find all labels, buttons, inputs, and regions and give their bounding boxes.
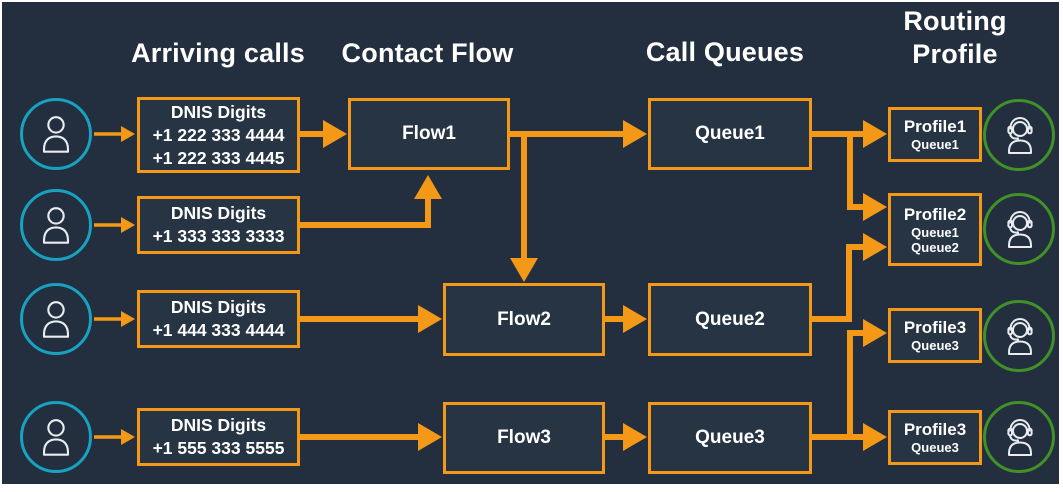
header-call-queues: Call Queues [645, 37, 805, 67]
caller-person-icon [42, 207, 70, 244]
agent-4-avatar [983, 401, 1055, 473]
dnis-box-4: DNIS Digits +1 555 333 5555 [137, 408, 300, 466]
header-contact-flow: Contact Flow [341, 38, 514, 68]
dnis-number: +1 222 333 4444 [152, 124, 285, 145]
caller-person-icon [42, 419, 70, 456]
queue-label: Queue2 [695, 308, 765, 330]
agent-2-avatar [983, 193, 1055, 265]
profile-box-1: Profile1 Queue1 [888, 107, 982, 162]
flow-box-3: Flow3 [443, 402, 605, 474]
dnis-box-3: DNIS Digits +1 444 333 4444 [137, 290, 300, 348]
edge-queue2-profile2 [812, 233, 887, 322]
flow-label: Flow2 [497, 308, 551, 330]
agent-headset-icon [1007, 419, 1033, 456]
queue-label: Queue3 [695, 427, 765, 448]
dnis-number: +1 444 333 4444 [152, 320, 285, 340]
edge-dnis2-flow1 [300, 175, 442, 228]
dnis-title: DNIS Digits [170, 101, 267, 122]
edge-queue1-profile2 [847, 137, 887, 221]
agent-headset-icon [1007, 211, 1033, 248]
dnis-number: +1 222 333 4445 [152, 147, 285, 168]
caller-person-icon [42, 301, 70, 338]
profile-queue: Queue1 [911, 137, 959, 152]
queue-box-1: Queue1 [648, 98, 812, 170]
dnis-title: DNIS Digits [170, 297, 267, 317]
queue-box-2: Queue2 [648, 283, 812, 356]
dnis-number: +1 555 333 5555 [152, 438, 285, 458]
flow-box-2: Flow2 [443, 283, 605, 356]
dnis-title: DNIS Digits [170, 415, 267, 435]
header-routing-profile: Routing Profile [903, 6, 1007, 69]
agent-1-avatar [983, 99, 1055, 171]
header-arriving-calls: Arriving calls [131, 38, 305, 68]
profile-queue: Queue2 [911, 239, 959, 255]
caller-1-avatar [20, 98, 92, 170]
caller-3-avatar [20, 283, 92, 355]
profile-queue: Queue3 [911, 440, 959, 455]
profile-title: Profile3 [903, 420, 967, 439]
dnis-title: DNIS Digits [170, 203, 267, 223]
profile-box-3: Profile3 Queue3 [888, 308, 982, 363]
queue-label: Queue1 [695, 123, 765, 144]
caller-2-avatar [20, 189, 92, 261]
dnis-number: +1 333 333 3333 [152, 226, 285, 246]
profile-title: Profile1 [903, 117, 967, 136]
queue-box-3: Queue3 [648, 402, 812, 474]
profile-queue: Queue3 [911, 338, 959, 353]
dnis-box-2: DNIS Digits +1 333 333 3333 [137, 196, 300, 254]
agent-3-avatar [983, 300, 1055, 372]
profile-title: Profile2 [903, 204, 967, 224]
caller-person-icon [42, 116, 70, 153]
profile-box-4: Profile3 Queue3 [888, 410, 982, 465]
edge-queue3-profile3a [847, 319, 887, 434]
profile-box-2: Profile2 Queue1 Queue2 [888, 193, 982, 266]
flow-box-1: Flow1 [348, 98, 510, 170]
profile-title: Profile3 [903, 318, 967, 337]
dnis-box-1: DNIS Digits +1 222 333 4444 +1 222 333 4… [137, 97, 300, 173]
agent-headset-icon [1007, 117, 1033, 154]
flow-label: Flow1 [402, 123, 456, 144]
flow-label: Flow3 [497, 427, 551, 448]
agent-headset-icon [1007, 318, 1033, 355]
caller-4-avatar [20, 401, 92, 473]
profile-queue: Queue1 [911, 224, 959, 240]
